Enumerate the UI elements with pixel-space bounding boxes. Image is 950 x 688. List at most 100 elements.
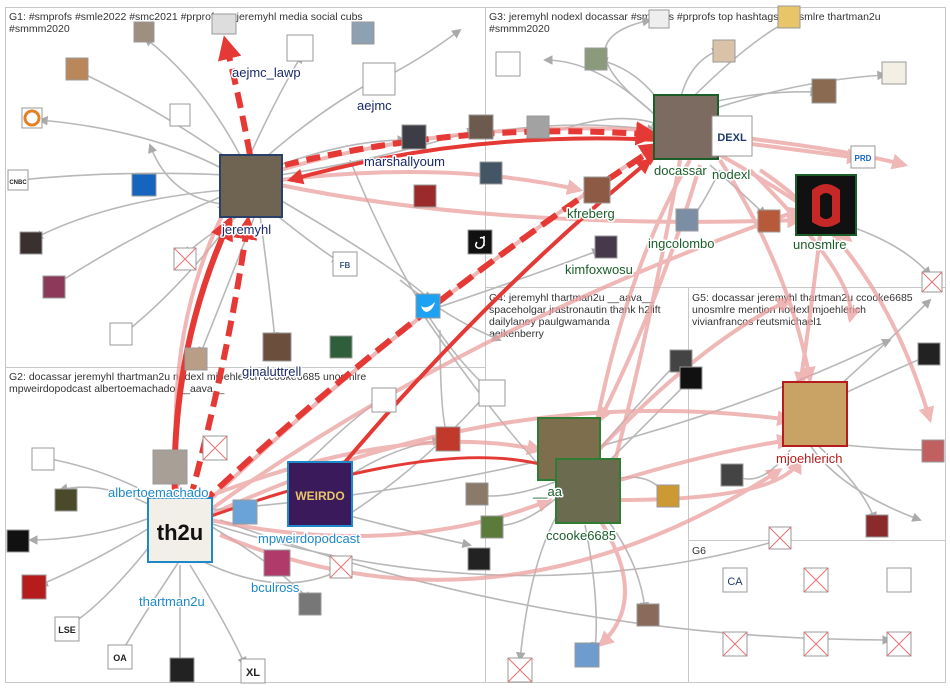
xl-logo-node[interactable]: [240, 658, 266, 684]
ingcolombo-avatar[interactable]: [675, 208, 699, 232]
marshallyoum-avatar[interactable]: [401, 124, 427, 150]
avatar-node[interactable]: [656, 484, 680, 508]
cultural-logo-node[interactable]: [371, 387, 397, 413]
scales-logo-node[interactable]: [286, 34, 314, 62]
ccooke6685-avatar[interactable]: [555, 458, 621, 524]
avatar-node[interactable]: [917, 342, 941, 366]
avatar-node[interactable]: [468, 114, 494, 140]
xl-logo-text: XL: [246, 667, 260, 679]
oa-logo-text: OA: [113, 653, 127, 663]
edge: [187, 215, 258, 501]
avatar-node[interactable]: [298, 592, 322, 616]
lse-logo-node[interactable]: [54, 616, 80, 642]
ca-logo-node[interactable]: [722, 567, 748, 593]
label-unosmlre: unosmlre: [793, 237, 846, 252]
edge: [599, 509, 650, 612]
edge: [33, 189, 226, 239]
avatar-node[interactable]: [19, 231, 43, 255]
kfreberg-avatar[interactable]: [583, 176, 611, 204]
nodexl-logo-node[interactable]: [711, 115, 753, 157]
ca-logo-text: CA: [727, 576, 743, 588]
broken-image-icon: [886, 631, 912, 657]
edge: [218, 35, 253, 156]
edge: [58, 483, 151, 506]
avatar-node[interactable]: [184, 347, 208, 371]
avatar-node[interactable]: [881, 61, 907, 85]
node-broken-image[interactable]: [211, 13, 237, 35]
logo-glyphs: th2u WEIRDO DEXL CA XL PRD LSE OA FB CNB…: [9, 132, 871, 679]
nodexl-logo-text: DEXL: [717, 132, 747, 144]
cnbc-logo-node[interactable]: [7, 169, 29, 191]
avatar-node[interactable]: [65, 57, 89, 81]
avatar-node[interactable]: [169, 657, 195, 683]
edge: [758, 168, 935, 424]
avatar-node[interactable]: [921, 439, 945, 463]
edge: [43, 454, 161, 501]
mjoehlerich-avatar[interactable]: [782, 381, 848, 447]
aejmc-logo-node[interactable]: [362, 62, 396, 96]
bars-logo-node[interactable]: [169, 103, 191, 127]
oa-logo-node[interactable]: [107, 644, 133, 670]
avatar-node[interactable]: [478, 379, 506, 407]
label-jeremyhl: jeremyhl: [221, 222, 271, 237]
avatar-node[interactable]: [636, 603, 660, 627]
avatar-node[interactable]: [811, 78, 837, 104]
avatar-node[interactable]: [480, 515, 504, 539]
jeremyhl-avatar[interactable]: [219, 154, 283, 218]
uno-logo-node[interactable]: [6, 529, 30, 553]
twitter-logo-node[interactable]: [415, 293, 441, 319]
bculross-avatar[interactable]: [263, 549, 291, 577]
label-thartman2u: thartman2u: [139, 594, 205, 609]
tiktok-logo-node[interactable]: [467, 229, 493, 255]
crest-logo-node[interactable]: [495, 51, 521, 77]
avatar-node[interactable]: [526, 115, 550, 139]
kimfoxwosu-avatar[interactable]: [594, 235, 618, 259]
uno-logo-node[interactable]: [679, 366, 703, 390]
edge: [279, 199, 432, 302]
logo-node[interactable]: [31, 447, 55, 471]
cnbc-logo-text: CNBC: [9, 180, 27, 186]
circle-logo-icon: [23, 109, 41, 127]
label-mpweirdopodcast: mpweirdopodcast: [258, 531, 360, 546]
avatar-node[interactable]: [712, 39, 736, 63]
avatar-node[interactable]: [42, 275, 66, 299]
avatar-node[interactable]: [329, 335, 353, 359]
edge: [199, 519, 312, 602]
prd-logo-node[interactable]: [850, 145, 876, 169]
avatar-node[interactable]: [720, 463, 744, 487]
avatar-node[interactable]: [584, 47, 608, 71]
avatar-node[interactable]: [54, 488, 78, 512]
label-docassar: docassar: [654, 163, 707, 178]
logo-node[interactable]: [21, 574, 47, 600]
thartman2u-avatar[interactable]: [147, 497, 213, 563]
edge: [584, 524, 601, 652]
albertoemachado-avatar[interactable]: [152, 449, 188, 485]
edge: [689, 19, 792, 101]
lse-logo-text: LSE: [58, 625, 76, 635]
label-kfreberg: kfreberg: [567, 206, 615, 221]
bird-logo-node[interactable]: [131, 173, 157, 197]
avatar-node[interactable]: [479, 161, 503, 185]
label-kimfoxwosu: kimfoxwosu: [565, 262, 633, 277]
avatar-node[interactable]: [648, 9, 670, 29]
avatar-node[interactable]: [133, 21, 155, 43]
avatar-node[interactable]: [865, 514, 889, 538]
avatar-node[interactable]: [351, 21, 375, 45]
avatar-node[interactable]: [435, 426, 461, 452]
docassar-avatar[interactable]: [653, 94, 719, 160]
business-logo-node[interactable]: [109, 322, 133, 346]
group-title-g4: G4: jeremyhl thartman2u __aava__spacehol…: [489, 292, 661, 340]
ginaluttrell-avatar[interactable]: [262, 332, 292, 362]
castle-logo-node[interactable]: [232, 499, 258, 525]
mpweirdopodcast-avatar[interactable]: [287, 461, 353, 527]
church-logo-node[interactable]: [574, 642, 600, 668]
avatar-node[interactable]: [467, 547, 491, 571]
avatar-node[interactable]: [465, 482, 489, 506]
group-title-g2: G2: docassar jeremyhl thartman2u nodexl …: [9, 371, 366, 395]
avatar-node[interactable]: [413, 184, 437, 208]
avatar-node[interactable]: [757, 209, 781, 233]
label-mjoehlerich: mjoehlerich: [776, 451, 842, 466]
fb-logo-node[interactable]: [332, 251, 358, 277]
globe-logo-node[interactable]: [886, 567, 912, 593]
avatar-node[interactable]: [777, 5, 801, 29]
